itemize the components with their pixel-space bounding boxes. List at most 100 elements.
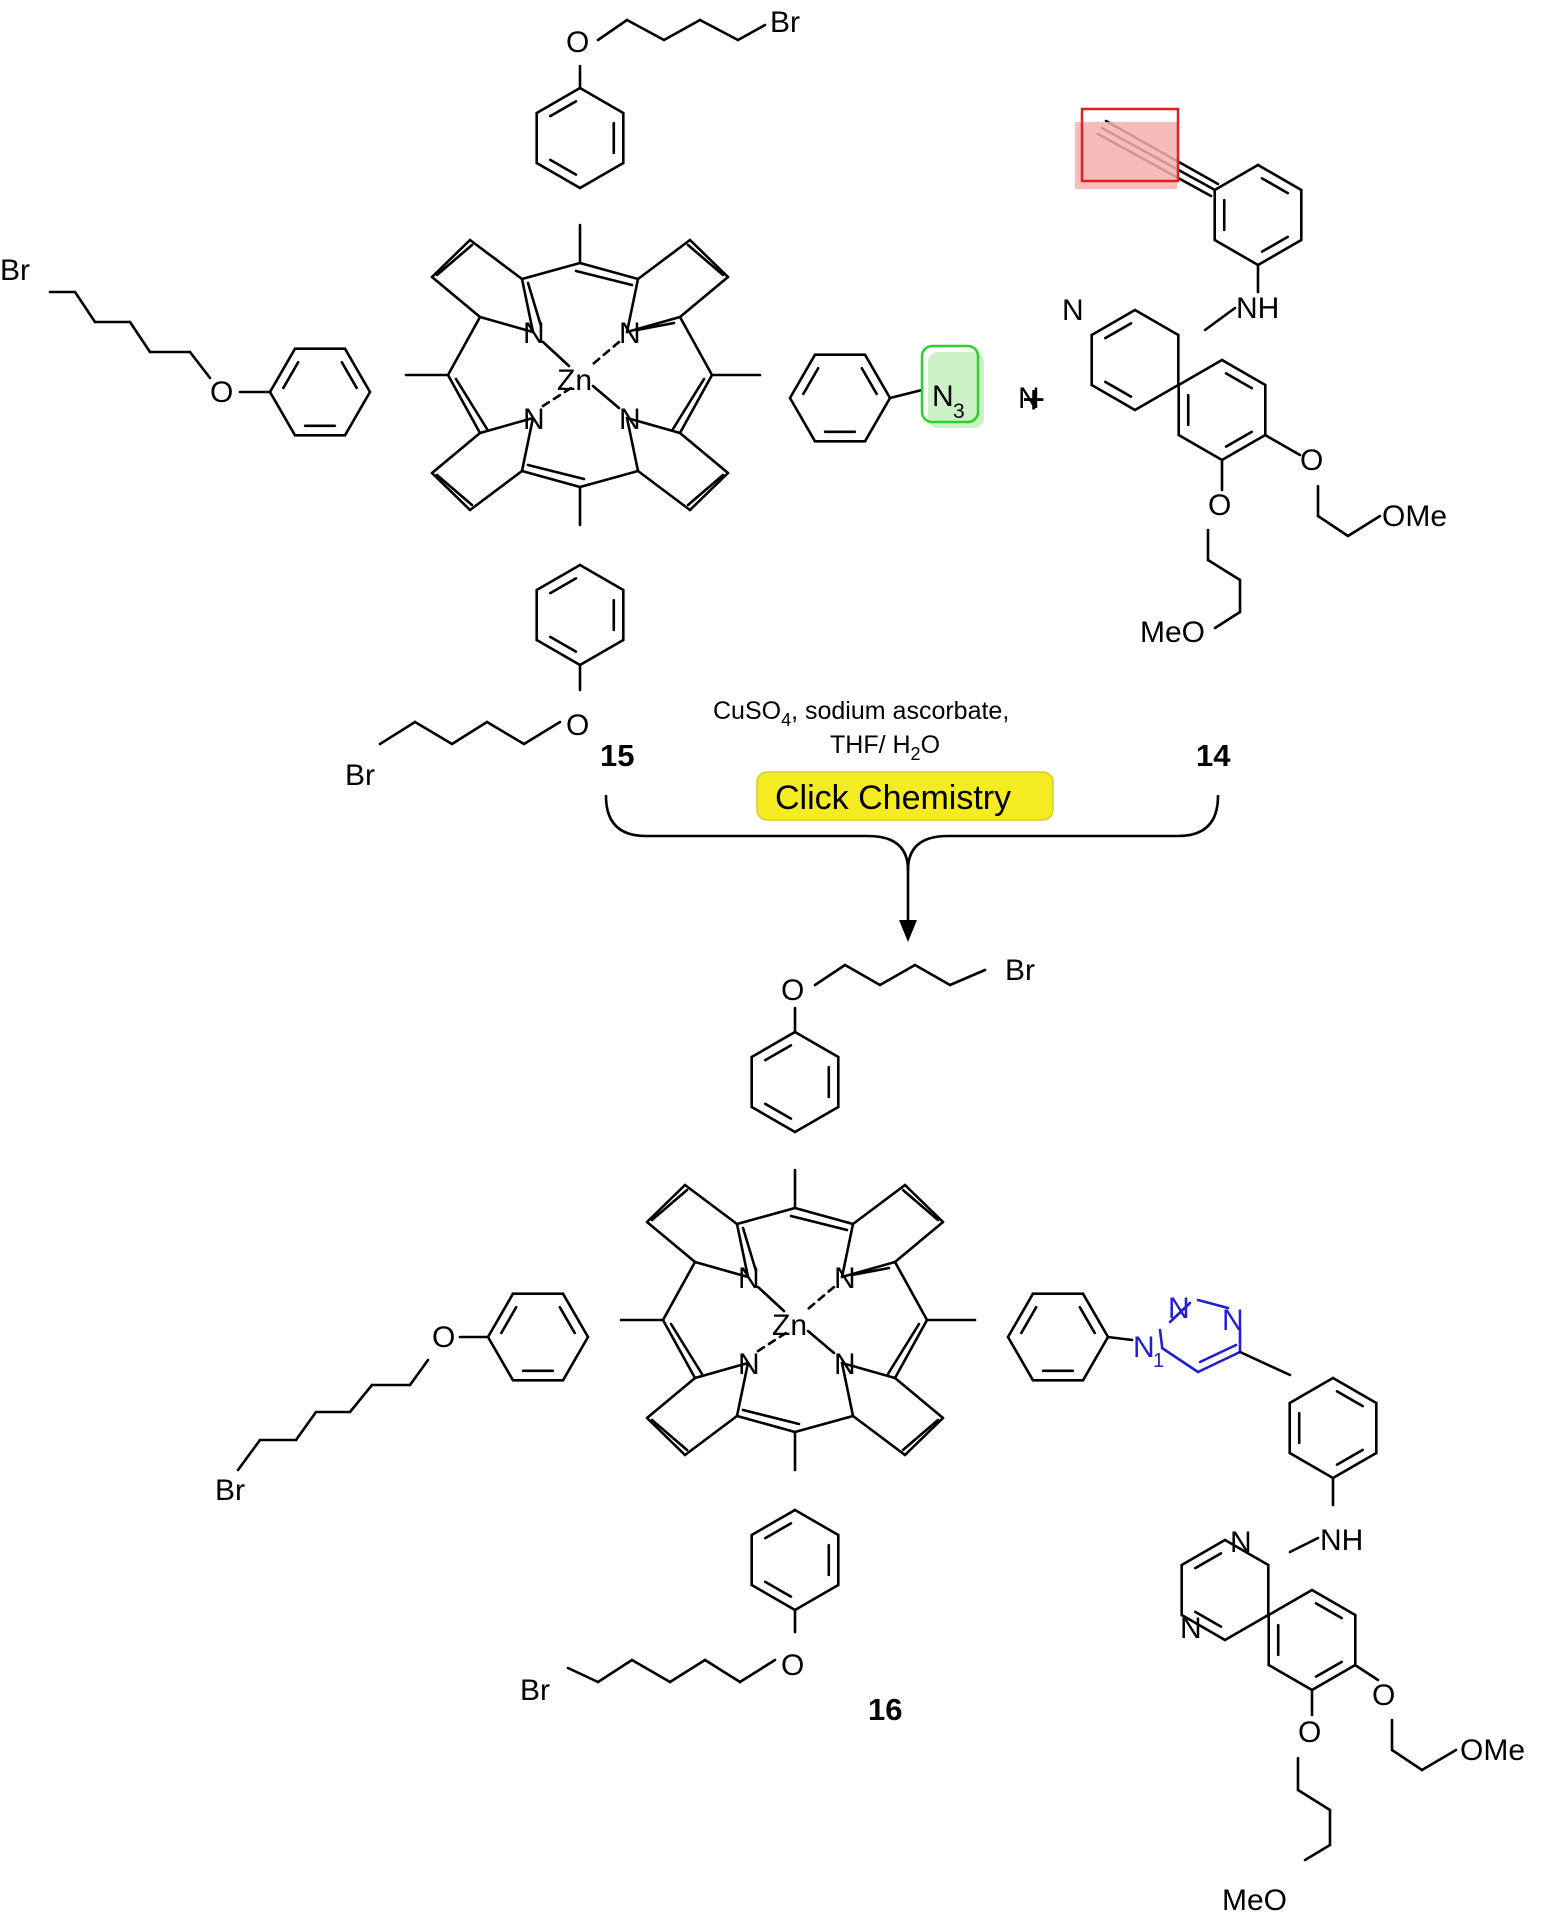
bond: [893, 1220, 945, 1264]
bond: [558, 1305, 576, 1335]
bond: [578, 161, 625, 190]
bond: [840, 1222, 855, 1279]
bond: [1260, 235, 1290, 253]
bromine-label: Br: [770, 6, 800, 39]
bond: [522, 720, 562, 746]
bond: [1263, 433, 1302, 457]
bond: [878, 963, 917, 987]
bond: [1303, 1843, 1332, 1862]
bond: [1168, 1301, 1192, 1324]
bond: [566, 1666, 600, 1684]
bond: [541, 386, 573, 408]
bond: [468, 238, 524, 281]
bond: [850, 1266, 891, 1277]
bond: [738, 1658, 777, 1684]
bond: [735, 1361, 750, 1418]
bond: [948, 968, 987, 987]
bond: [678, 275, 730, 319]
bond: [450, 720, 489, 746]
bond: [343, 347, 372, 394]
bond: [750, 1105, 797, 1134]
bond: [793, 1030, 840, 1059]
bond: [888, 388, 924, 400]
bond: [671, 377, 706, 431]
bond: [645, 1183, 687, 1224]
bond: [793, 1105, 840, 1134]
bond: [468, 469, 524, 512]
bond: [1193, 1610, 1223, 1628]
triazole-N1-label: N: [1133, 1331, 1155, 1364]
bond: [520, 416, 535, 473]
bond: [574, 269, 634, 287]
porphyrin-N-label: N: [834, 1348, 856, 1381]
bond: [1081, 1292, 1110, 1339]
bond: [1256, 163, 1303, 192]
bond: [526, 463, 586, 481]
bond: [1160, 1346, 1200, 1374]
bond: [893, 1376, 945, 1420]
bond: [735, 1222, 750, 1279]
bond: [1288, 1451, 1335, 1480]
bond: [802, 366, 820, 396]
bond: [535, 638, 582, 667]
bond: [645, 1416, 687, 1457]
bond: [535, 161, 582, 190]
bond: [793, 1508, 840, 1537]
bond: [806, 1329, 836, 1355]
bond: [851, 1183, 907, 1226]
bond: [446, 315, 482, 377]
bond: [1220, 433, 1267, 462]
bond: [1006, 1292, 1035, 1339]
bond: [1193, 1552, 1223, 1570]
bond: [548, 635, 578, 653]
bond: [625, 18, 666, 42]
bond: [650, 1418, 689, 1452]
zinc-label-16: Zn: [772, 1309, 807, 1342]
oxygen-label: O: [432, 1321, 455, 1354]
bond: [688, 238, 730, 279]
triazole-N2-label: N: [1168, 1292, 1190, 1325]
bond: [1223, 1538, 1270, 1567]
methoxy-label: OMe: [1382, 500, 1447, 533]
bond: [860, 366, 878, 396]
bond: [430, 431, 482, 475]
bromine-label: Br: [1005, 954, 1035, 987]
bond: [343, 390, 372, 437]
bond: [578, 563, 625, 592]
compound-number-14: 14: [1196, 738, 1231, 773]
click-chemistry-label: Click Chemistry: [775, 779, 1011, 817]
bond: [454, 377, 489, 431]
bond: [788, 396, 817, 443]
bond: [486, 1335, 515, 1382]
bond: [526, 281, 543, 328]
bond: [430, 471, 472, 512]
bond: [840, 1361, 855, 1418]
compound-number-16: 16: [868, 1692, 902, 1727]
bond: [1213, 610, 1242, 630]
bond: [741, 1408, 801, 1426]
bond-lines: [48, 18, 1458, 1862]
triazole-N1-locant: 1: [1153, 1350, 1164, 1372]
bond: [735, 1414, 797, 1434]
bromine-label: Br: [345, 759, 375, 792]
bond: [1310, 1588, 1357, 1617]
bond: [1346, 514, 1382, 538]
bond: [282, 360, 300, 390]
bond: [268, 347, 297, 394]
bromine-label: Br: [0, 254, 30, 287]
bond: [591, 384, 621, 410]
bond: [756, 1285, 786, 1313]
bond: [1133, 308, 1180, 337]
bond: [520, 261, 582, 281]
bond: [1314, 1602, 1344, 1620]
bond: [1213, 163, 1260, 192]
bond: [478, 416, 535, 435]
bond: [294, 1410, 318, 1442]
bond: [1420, 1748, 1458, 1772]
bond: [340, 360, 358, 390]
porphyrin-N-label: N: [738, 1348, 760, 1381]
amine-NH-label: NH: [1320, 1524, 1363, 1557]
bond: [1267, 1663, 1314, 1692]
bond: [561, 1335, 590, 1382]
